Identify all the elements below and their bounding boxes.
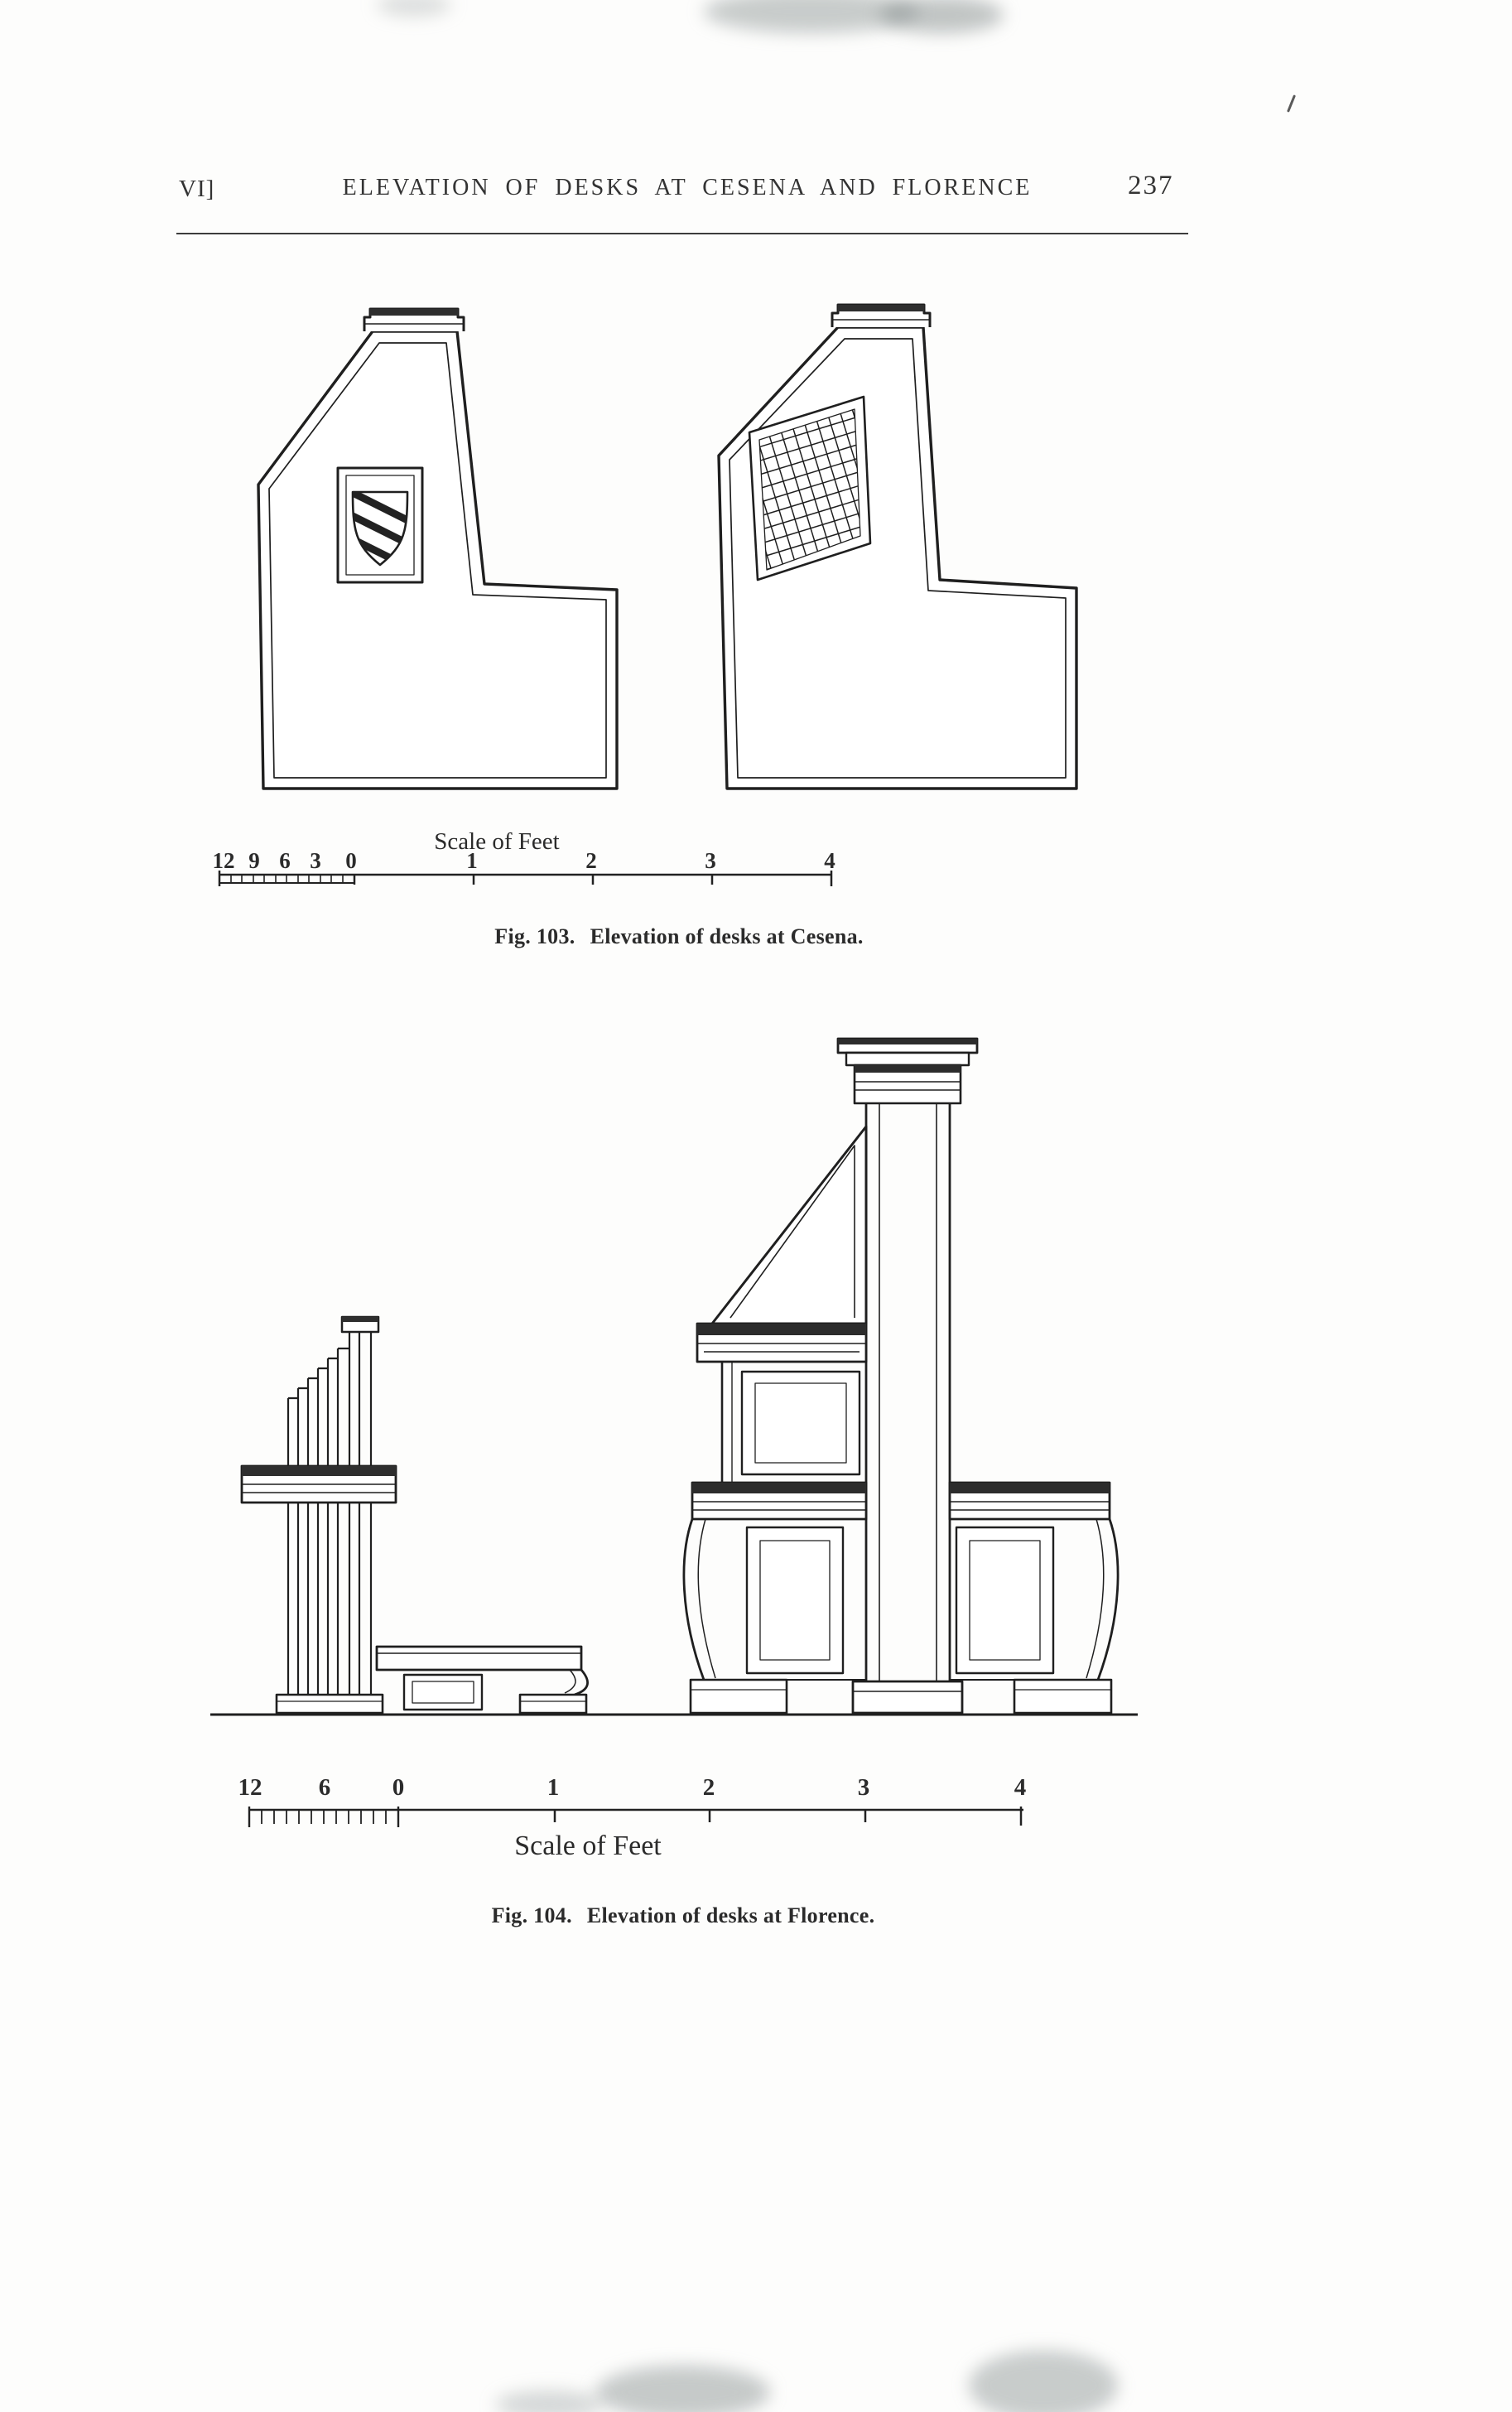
scale-number: 6 [279, 848, 291, 873]
fig104-caption: Fig. 104. Elevation of desks at Florence. [0, 1903, 1366, 1928]
pilaster-capital [836, 1037, 979, 1105]
scale-number: 3 [857, 1774, 870, 1801]
scale-number: 3 [310, 848, 321, 873]
shield-emblem [336, 466, 424, 584]
page-number: 237 [1128, 171, 1174, 200]
scale-number: 6 [318, 1774, 331, 1801]
scale-number: 4 [1014, 1774, 1027, 1801]
lattice-panel [748, 395, 872, 581]
cesena-desk-right [717, 303, 1078, 790]
fig104-drawing [210, 1037, 1138, 1716]
scan-smudge [377, 0, 451, 17]
scan-mark [1286, 94, 1297, 113]
cesena-desk-left [257, 307, 619, 790]
fig103-drawing [257, 303, 1078, 790]
fig104-scale-bar [248, 1807, 1023, 1827]
fig103-caption-label: Fig. 103. [494, 924, 575, 948]
chapter-number: VI] [179, 176, 215, 202]
scale-number: 2 [585, 848, 597, 873]
fig103-caption: Fig. 103. Elevation of desks at Cesena. [0, 924, 1358, 949]
fig104-scale-title: Scale of Feet [514, 1831, 662, 1861]
scale-number: 9 [248, 848, 260, 873]
fig104-caption-label: Fig. 104. [491, 1903, 572, 1927]
scan-smudge [879, 0, 1004, 33]
scale-number: 0 [345, 848, 357, 873]
scale-number: 1 [547, 1774, 560, 1801]
scan-smudge [596, 2366, 770, 2412]
florence-desk-right [682, 1037, 1120, 1715]
fig103-scale-title: Scale of Feet [434, 828, 560, 855]
fig104-caption-text: Elevation of desks at Florence. [586, 1903, 875, 1927]
scan-smudge [969, 2351, 1118, 2412]
fig103-scale-bar [218, 871, 833, 886]
header-rule [176, 233, 1188, 234]
scale-number: 3 [705, 848, 716, 873]
scale-number: 12 [238, 1774, 262, 1801]
fig103-caption-text: Elevation of desks at Cesena. [590, 924, 864, 948]
running-title: ELEVATION OF DESKS AT CESENA AND FLORENC… [342, 175, 1033, 200]
florence-desk-left [240, 1315, 589, 1715]
scale-number: 2 [702, 1774, 715, 1801]
scale-number: 1 [466, 848, 478, 873]
scale-number: 0 [392, 1774, 405, 1801]
scale-number: 4 [824, 848, 835, 873]
scale-number: 12 [212, 848, 235, 873]
scan-smudge [495, 2390, 603, 2412]
scan-smudge [704, 0, 919, 33]
